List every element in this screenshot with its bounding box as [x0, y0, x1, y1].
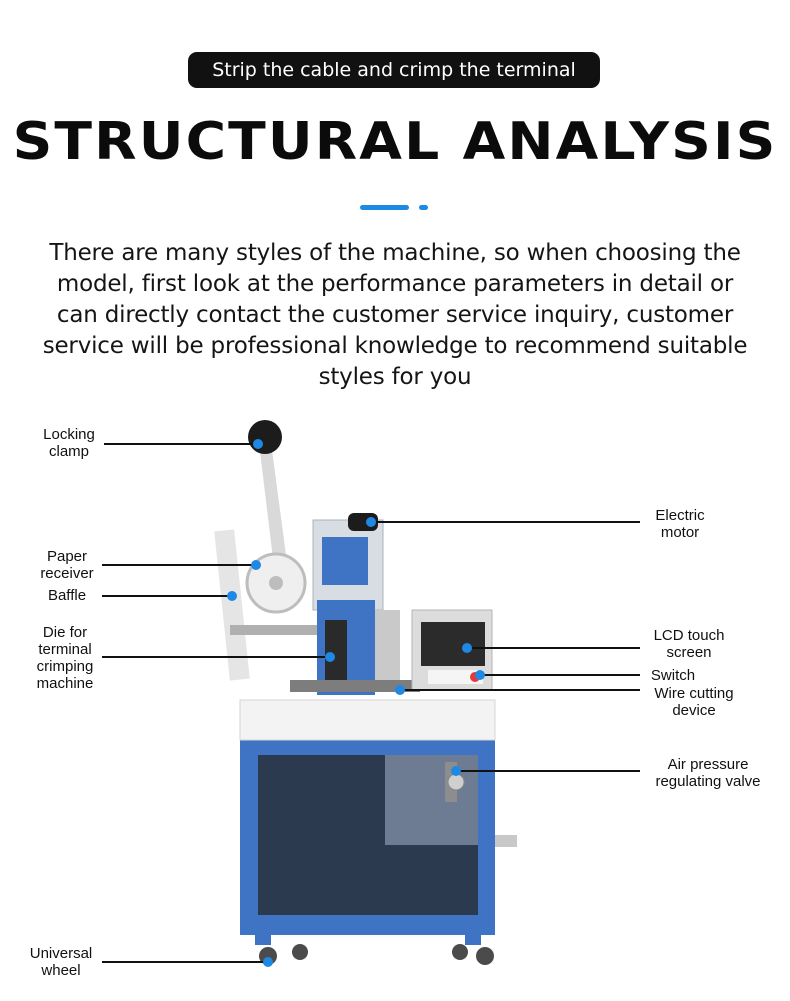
- dot-electric-motor: [366, 517, 376, 527]
- dot-paper-receiver: [251, 560, 261, 570]
- dot-universal-wheel: [263, 957, 273, 967]
- page-title: STRUCTURAL ANALYSIS: [12, 112, 778, 172]
- dot-baffle: [227, 591, 237, 601]
- label-die: Die for terminal crimping machine: [36, 624, 94, 692]
- lcd-screen: [421, 622, 485, 666]
- label-wire-cutting-device: Wire cutting device: [654, 685, 734, 719]
- tagline-text: Strip the cable and crimp the terminal: [212, 59, 576, 81]
- label-universal-wheel: Universal wheel: [29, 945, 93, 979]
- cabinet-leg-left: [255, 915, 271, 945]
- dot-air-valve: [451, 766, 461, 776]
- cabinet-leg-right: [465, 915, 481, 945]
- label-locking-clamp: Locking clamp: [43, 426, 95, 460]
- dot-wire-cutting: [395, 685, 405, 695]
- tagline-badge: Strip the cable and crimp the terminal: [188, 52, 600, 88]
- crimp-die: [325, 620, 347, 690]
- label-paper-receiver: Paper receiver: [40, 548, 94, 582]
- intro-paragraph: There are many styles of the machine, so…: [42, 240, 748, 390]
- title-underline-long: [360, 205, 409, 210]
- title-underline-short: [419, 205, 428, 210]
- table-top: [239, 699, 496, 741]
- feed-rail: [290, 680, 420, 692]
- baffle-plate: [214, 529, 250, 681]
- dot-die: [325, 652, 335, 662]
- cutter-column: [375, 610, 400, 690]
- support-bar: [230, 625, 320, 635]
- label-switch: Switch: [650, 667, 696, 684]
- machine-illustration: [102, 420, 640, 967]
- label-air-pressure-valve: Air pressure regulating valve: [655, 756, 761, 790]
- locking-clamp-shape: [248, 420, 282, 454]
- machine-diagram: [0, 400, 790, 1001]
- dot-lcd: [462, 643, 472, 653]
- cabinet-inner-panel: [385, 755, 478, 845]
- side-handle: [495, 835, 517, 847]
- control-panel-face: [322, 537, 368, 585]
- dot-switch: [475, 670, 485, 680]
- label-lcd-touch-screen: LCD touch screen: [653, 627, 725, 661]
- label-electric-motor: Electric motor: [655, 507, 705, 541]
- label-baffle: Baffle: [47, 587, 87, 604]
- dot-locking-clamp: [253, 439, 263, 449]
